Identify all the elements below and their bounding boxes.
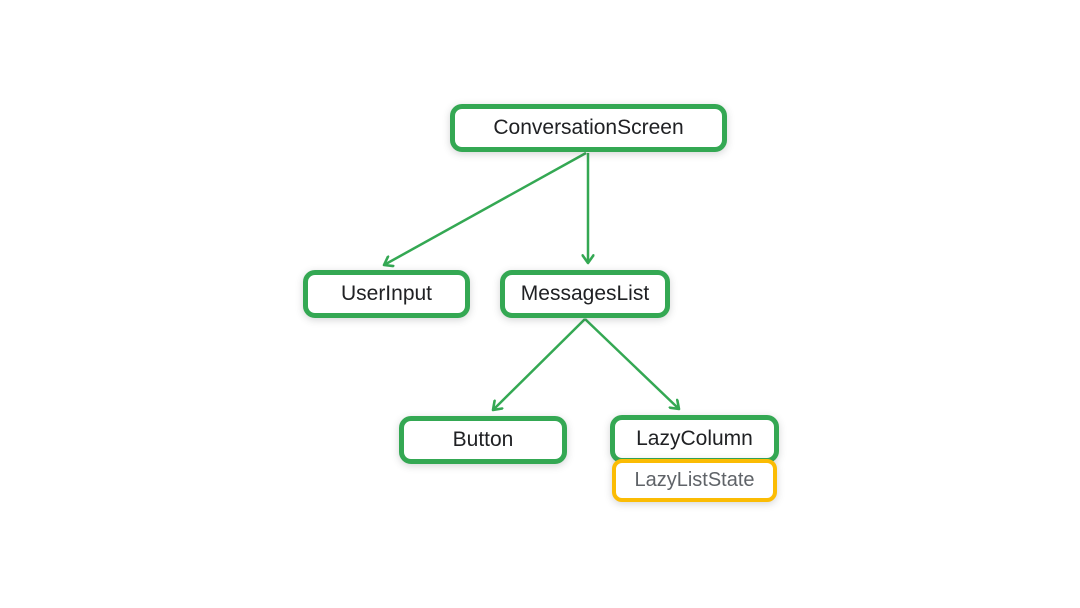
node-conversation-screen: ConversationScreen xyxy=(450,104,727,152)
node-user-input: UserInput xyxy=(303,270,470,318)
node-lazy-list-state: LazyListState xyxy=(612,459,777,502)
node-conversation-screen-label: ConversationScreen xyxy=(493,116,684,139)
node-lazy-column: LazyColumn xyxy=(610,415,779,463)
edge-conversationscreen-userinput xyxy=(384,151,587,265)
node-button-label: Button xyxy=(452,428,514,451)
node-messages-list: MessagesList xyxy=(500,270,670,318)
node-lazy-column-label: LazyColumn xyxy=(636,427,753,450)
node-lazy-list-state-label: LazyListState xyxy=(634,469,755,491)
node-messages-list-label: MessagesList xyxy=(520,282,650,305)
node-user-input-label: UserInput xyxy=(340,282,433,305)
edge-messageslist-lazycolumn xyxy=(584,318,679,409)
node-button: Button xyxy=(399,416,567,464)
edge-messageslist-button xyxy=(493,318,586,410)
